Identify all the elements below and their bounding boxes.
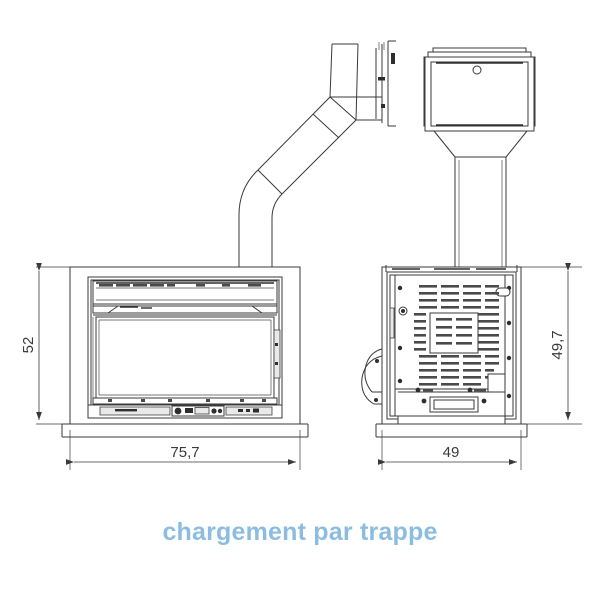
flue-pipe-assembly bbox=[238, 43, 359, 268]
top-grille-slots bbox=[99, 284, 261, 287]
dimension-value-75-7: 75,7 bbox=[170, 444, 199, 461]
dimension-value-49: 49 bbox=[443, 444, 460, 461]
ventilation-slot-grid bbox=[414, 285, 499, 386]
dimension-value-49-7: 49,7 bbox=[549, 330, 566, 359]
dimension-height-side: 49,7 bbox=[515, 263, 582, 425]
side-view bbox=[361, 258, 528, 438]
dimension-depth-side: 49 bbox=[378, 430, 522, 470]
front-view bbox=[61, 258, 309, 438]
hatch-slots bbox=[436, 318, 472, 345]
loading-hopper bbox=[423, 47, 536, 268]
dimension-height-front: 52 bbox=[20, 263, 78, 425]
dimension-width-front: 75,7 bbox=[66, 430, 301, 470]
sill-fasteners bbox=[108, 399, 266, 402]
dimension-value-52: 52 bbox=[20, 337, 37, 354]
figure-caption: chargement par trappe bbox=[162, 518, 438, 546]
flue-flange-plate bbox=[330, 40, 396, 127]
